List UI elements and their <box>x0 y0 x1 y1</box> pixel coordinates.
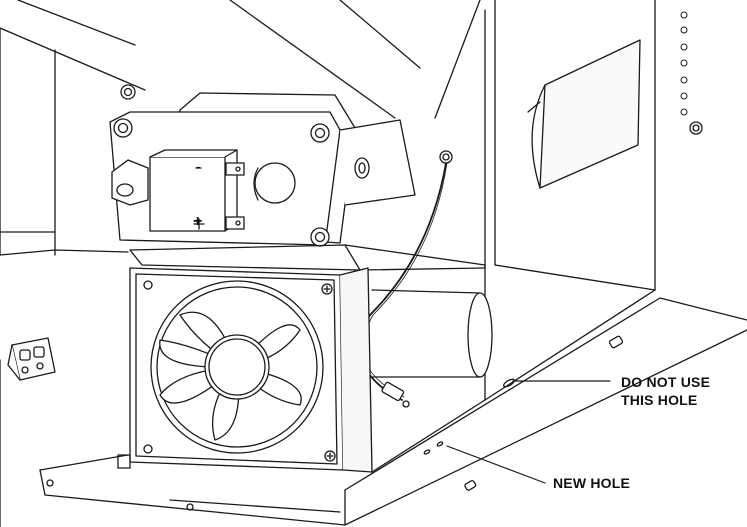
leader-new-hole <box>446 445 546 484</box>
callout-leaders <box>446 380 611 484</box>
fastener-row <box>680 11 688 116</box>
hex-nut <box>689 121 703 135</box>
callout-new-hole: NEW HOLE <box>553 475 631 491</box>
old-hole <box>503 378 515 388</box>
callout-do-not-use-line2: THIS HOLE <box>621 392 698 408</box>
base-pan <box>0 289 747 527</box>
fan-housing-box <box>117 244 493 473</box>
hopper-enclosure <box>0 0 703 291</box>
callout-do-not-use: DO NOT USE THIS HOLE <box>621 373 710 409</box>
terminal-connector <box>7 337 56 381</box>
new-hole <box>436 441 444 447</box>
polarity-plus: + <box>193 213 203 230</box>
callout-do-not-use-line1: DO NOT USE <box>621 374 711 390</box>
fan-hub <box>204 334 270 400</box>
auger-motor <box>109 92 416 247</box>
polarity-minus: - <box>196 158 201 174</box>
